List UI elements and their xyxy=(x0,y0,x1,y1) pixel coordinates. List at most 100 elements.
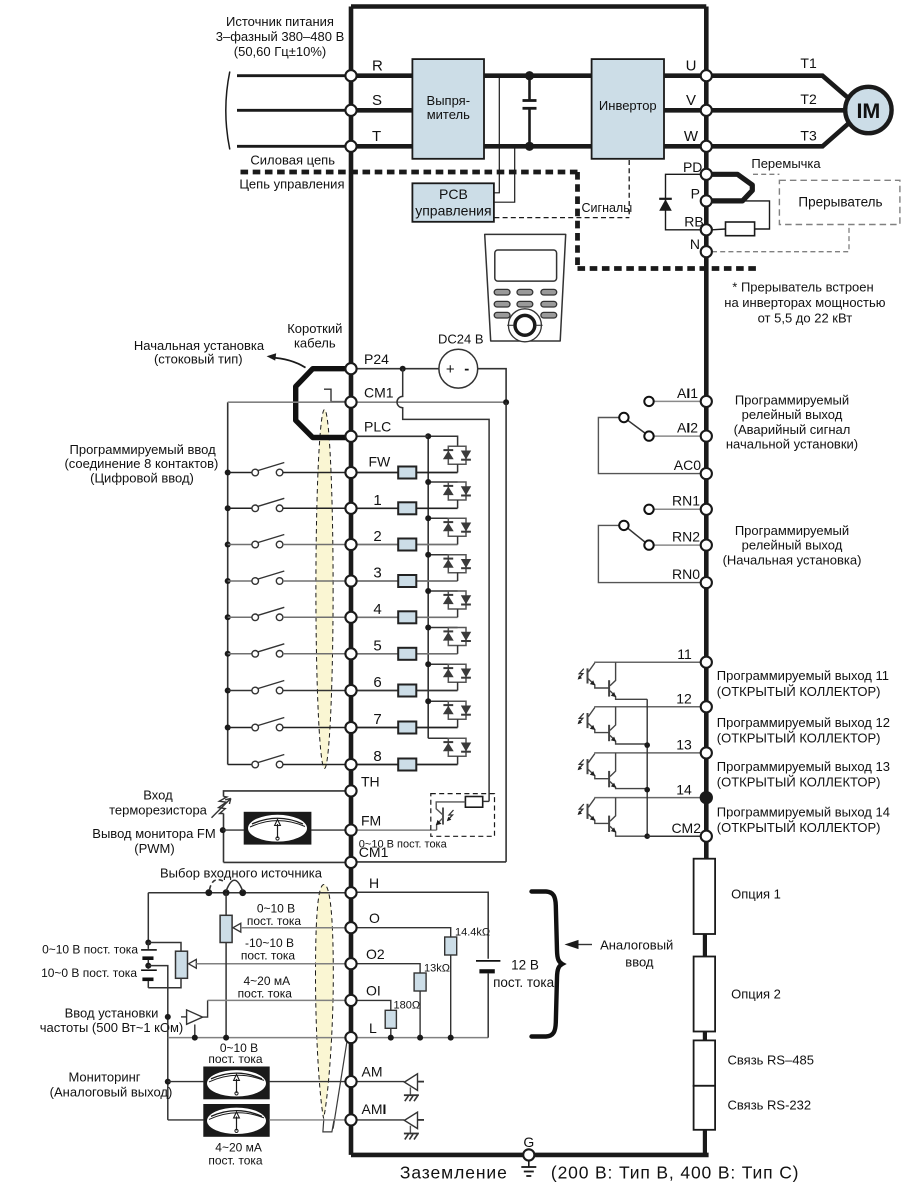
svg-text:FM: FM xyxy=(361,813,381,829)
svg-text:13kΩ: 13kΩ xyxy=(424,963,450,975)
svg-text:P: P xyxy=(691,186,700,202)
svg-text:-10~10 В: -10~10 В xyxy=(245,936,294,950)
svg-text:релейный выход: релейный выход xyxy=(742,407,843,422)
svg-text:Вход: Вход xyxy=(143,788,173,803)
svg-text:R: R xyxy=(372,58,383,75)
svg-text:Прерыватель: Прерыватель xyxy=(798,195,882,210)
svg-text:0~10 В: 0~10 В xyxy=(220,1041,258,1055)
svg-text:Короткий: Короткий xyxy=(287,321,342,336)
svg-text:пост. тока: пост. тока xyxy=(493,975,554,990)
svg-text:Программируемый выход 12: Программируемый выход 12 xyxy=(717,715,890,730)
svg-text:(ОТКРЫТЫЙ КОЛЛЕКТОР): (ОТКРЫТЫЙ КОЛЛЕКТОР) xyxy=(717,731,881,746)
svg-text:Мониторинг: Мониторинг xyxy=(68,1070,140,1085)
svg-text:релейный выход: релейный выход xyxy=(742,538,843,553)
svg-text:(стоковый тип): (стоковый тип) xyxy=(154,352,243,367)
svg-text:управления: управления xyxy=(415,203,491,219)
svg-text:T: T xyxy=(372,128,381,145)
svg-text:2: 2 xyxy=(373,528,381,545)
svg-text:6: 6 xyxy=(373,674,381,691)
svg-text:пост. тока: пост. тока xyxy=(208,1052,263,1066)
svg-text:4~20 мА: 4~20 мА xyxy=(215,1141,262,1155)
svg-text:Программируемый ввод: Программируемый ввод xyxy=(70,442,217,457)
svg-text:Сигналы: Сигналы xyxy=(582,201,633,215)
svg-text:(200 В: Тип В, 400 В: Тип С): (200 В: Тип В, 400 В: Тип С) xyxy=(551,1163,799,1183)
svg-text:частоты (500 Вт~1 кОм): частоты (500 Вт~1 кОм) xyxy=(40,1020,184,1035)
svg-text:AI2: AI2 xyxy=(677,420,698,436)
svg-text:11: 11 xyxy=(677,646,692,662)
svg-text:+: + xyxy=(446,361,455,378)
svg-text:180Ω: 180Ω xyxy=(394,1000,421,1012)
svg-text:10~0 В пост. тока: 10~0 В пост. тока xyxy=(41,966,137,980)
svg-text:L: L xyxy=(369,1020,377,1036)
svg-text:(ОТКРЫТЫЙ КОЛЛЕКТОР): (ОТКРЫТЫЙ КОЛЛЕКТОР) xyxy=(717,820,881,835)
svg-text:* Прерыватель встроен: * Прерыватель встроен xyxy=(732,280,873,295)
svg-text:Вывод монитора FM: Вывод монитора FM xyxy=(92,826,215,841)
svg-text:AMI: AMI xyxy=(362,1101,387,1117)
svg-text:FW: FW xyxy=(369,454,392,470)
svg-text:(Аварийный сигнал: (Аварийный сигнал xyxy=(734,422,851,437)
svg-text:Источник питания: Источник питания xyxy=(226,14,334,29)
svg-text:митель: митель xyxy=(427,107,470,122)
svg-text:от 5,5 до 22 кВт: от 5,5 до 22 кВт xyxy=(758,311,853,326)
svg-text:T1: T1 xyxy=(800,55,817,71)
svg-text:1: 1 xyxy=(373,492,381,509)
svg-text:терморезистора: терморезистора xyxy=(109,802,208,817)
svg-text:O: O xyxy=(369,910,380,926)
svg-text:(Начальная установка): (Начальная установка) xyxy=(723,553,862,568)
svg-text:RN2: RN2 xyxy=(672,529,700,545)
svg-text:(Аналоговый выход): (Аналоговый выход) xyxy=(50,1085,173,1100)
svg-text:Связь RS-232: Связь RS-232 xyxy=(728,1098,812,1113)
svg-text:14.4kΩ: 14.4kΩ xyxy=(455,927,490,939)
svg-text:7: 7 xyxy=(373,711,381,728)
svg-text:P24: P24 xyxy=(364,351,389,367)
svg-text:CM1: CM1 xyxy=(364,385,394,401)
svg-text:3: 3 xyxy=(373,565,381,582)
svg-text:T3: T3 xyxy=(800,128,817,144)
svg-text:0~10 В пост. тока: 0~10 В пост. тока xyxy=(359,839,448,851)
svg-text:(соединение 8 контактов): (соединение 8 контактов) xyxy=(64,456,218,471)
svg-text:Цепь управления: Цепь управления xyxy=(239,177,344,192)
svg-text:Начальная установка: Начальная установка xyxy=(134,338,265,353)
svg-text:Программируемый: Программируемый xyxy=(735,523,849,538)
svg-text:пост. тока: пост. тока xyxy=(247,914,302,928)
svg-text:Инвертор: Инвертор xyxy=(599,98,657,113)
svg-text:AM: AM xyxy=(362,1064,383,1080)
svg-text:(PWM): (PWM) xyxy=(134,841,174,856)
svg-text:AC0: AC0 xyxy=(674,457,701,473)
svg-text:AI1: AI1 xyxy=(677,385,698,401)
svg-text:V: V xyxy=(686,92,696,109)
svg-text:Программируемый: Программируемый xyxy=(735,393,849,408)
svg-text:(ОТКРЫТЫЙ КОЛЛЕКТОР): (ОТКРЫТЫЙ КОЛЛЕКТОР) xyxy=(717,684,881,699)
svg-text:Аналоговый: Аналоговый xyxy=(600,938,673,953)
svg-text:13: 13 xyxy=(676,737,692,753)
svg-text:Опция 2: Опция 2 xyxy=(731,987,781,1002)
svg-text:TH: TH xyxy=(361,774,380,790)
svg-text:пост. тока: пост. тока xyxy=(208,1154,263,1168)
svg-text:G: G xyxy=(523,1134,534,1150)
svg-text:4~20 мА: 4~20 мА xyxy=(243,974,290,988)
svg-text:на инверторах мощностью: на инверторах мощностью xyxy=(724,295,886,310)
svg-text:DC24 В: DC24 В xyxy=(438,332,484,347)
svg-text:Ввод установки: Ввод установки xyxy=(65,1006,159,1021)
svg-text:0~10 В пост. тока: 0~10 В пост. тока xyxy=(42,943,138,957)
svg-text:5: 5 xyxy=(373,637,381,654)
svg-text:12: 12 xyxy=(676,691,692,707)
svg-text:3–фазный 380–480 В: 3–фазный 380–480 В xyxy=(216,29,345,44)
svg-text:IM: IM xyxy=(856,99,880,123)
svg-text:(50,60 Гц±10%): (50,60 Гц±10%) xyxy=(234,44,326,59)
svg-text:Программируемый выход 14: Программируемый выход 14 xyxy=(717,805,890,820)
svg-text:PD: PD xyxy=(683,159,702,175)
svg-text:Связь RS–485: Связь RS–485 xyxy=(728,1053,815,1068)
svg-text:RN0: RN0 xyxy=(672,566,700,582)
svg-text:PCB: PCB xyxy=(439,186,468,202)
svg-text:0~10 В: 0~10 В xyxy=(257,902,295,916)
svg-text:S: S xyxy=(372,92,382,109)
svg-text:пост. тока: пост. тока xyxy=(238,986,293,1000)
svg-text:PLC: PLC xyxy=(364,419,391,435)
svg-text:Перемычка: Перемычка xyxy=(751,156,821,171)
svg-text:H: H xyxy=(369,875,379,891)
svg-text:Заземление: Заземление xyxy=(400,1163,508,1183)
svg-text:OI: OI xyxy=(366,983,381,999)
svg-text:Программируемый выход 13: Программируемый выход 13 xyxy=(717,759,890,774)
svg-text:CM2: CM2 xyxy=(671,820,701,836)
